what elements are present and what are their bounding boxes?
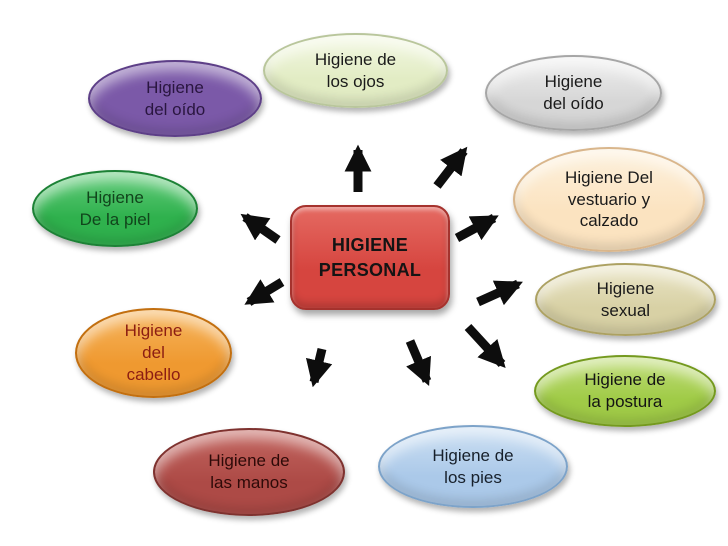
node-higiene-del-vestuario-y-calzado: Higiene Del vestuario y calzado bbox=[513, 147, 705, 252]
node-label: Higiene de los pies bbox=[432, 445, 514, 487]
node-higiene-de-la-piel: Higiene De la piel bbox=[32, 170, 198, 247]
node-label: Higiene De la piel bbox=[79, 187, 151, 229]
node-label: Higiene del cabello bbox=[124, 321, 183, 384]
node-label: Higiene de las manos bbox=[208, 451, 290, 492]
node-label: Higiene del oído bbox=[543, 72, 604, 113]
arrow-to-vestuario bbox=[454, 214, 499, 242]
center-node-label: HIGIENE PERSONAL bbox=[318, 235, 422, 280]
node-label: Higiene Del vestuario y calzado bbox=[565, 167, 653, 231]
node-label: Higiene del oído bbox=[144, 77, 206, 119]
node-higiene-del-cabello: Higiene del cabello bbox=[75, 308, 232, 398]
arrow-to-pies bbox=[405, 339, 432, 386]
arrow-to-piel bbox=[240, 213, 281, 244]
node-higiene-del-oido-izquierda: Higiene del oído bbox=[88, 60, 262, 137]
node-higiene-de-las-manos: Higiene de las manos bbox=[153, 428, 345, 516]
node-label: Higiene sexual bbox=[596, 278, 655, 320]
center-node-higiene-personal: HIGIENE PERSONAL bbox=[290, 205, 450, 310]
arrow-to-manos bbox=[305, 347, 333, 388]
arrow-to-oido-derecha bbox=[433, 146, 468, 189]
node-higiene-de-los-ojos: Higiene de los ojos bbox=[263, 33, 448, 108]
arrow-to-postura bbox=[464, 323, 506, 368]
arrow-to-sexual bbox=[476, 279, 523, 307]
node-higiene-del-oido-derecha: Higiene del oído bbox=[485, 55, 662, 131]
node-label: Higiene de los ojos bbox=[314, 49, 397, 91]
node-label: Higiene de la postura bbox=[584, 370, 666, 411]
node-higiene-de-los-pies: Higiene de los pies bbox=[378, 425, 568, 508]
arrow-to-cabello bbox=[244, 278, 285, 306]
node-higiene-de-la-postura: Higiene de la postura bbox=[534, 355, 716, 427]
node-higiene-sexual: Higiene sexual bbox=[535, 263, 716, 336]
